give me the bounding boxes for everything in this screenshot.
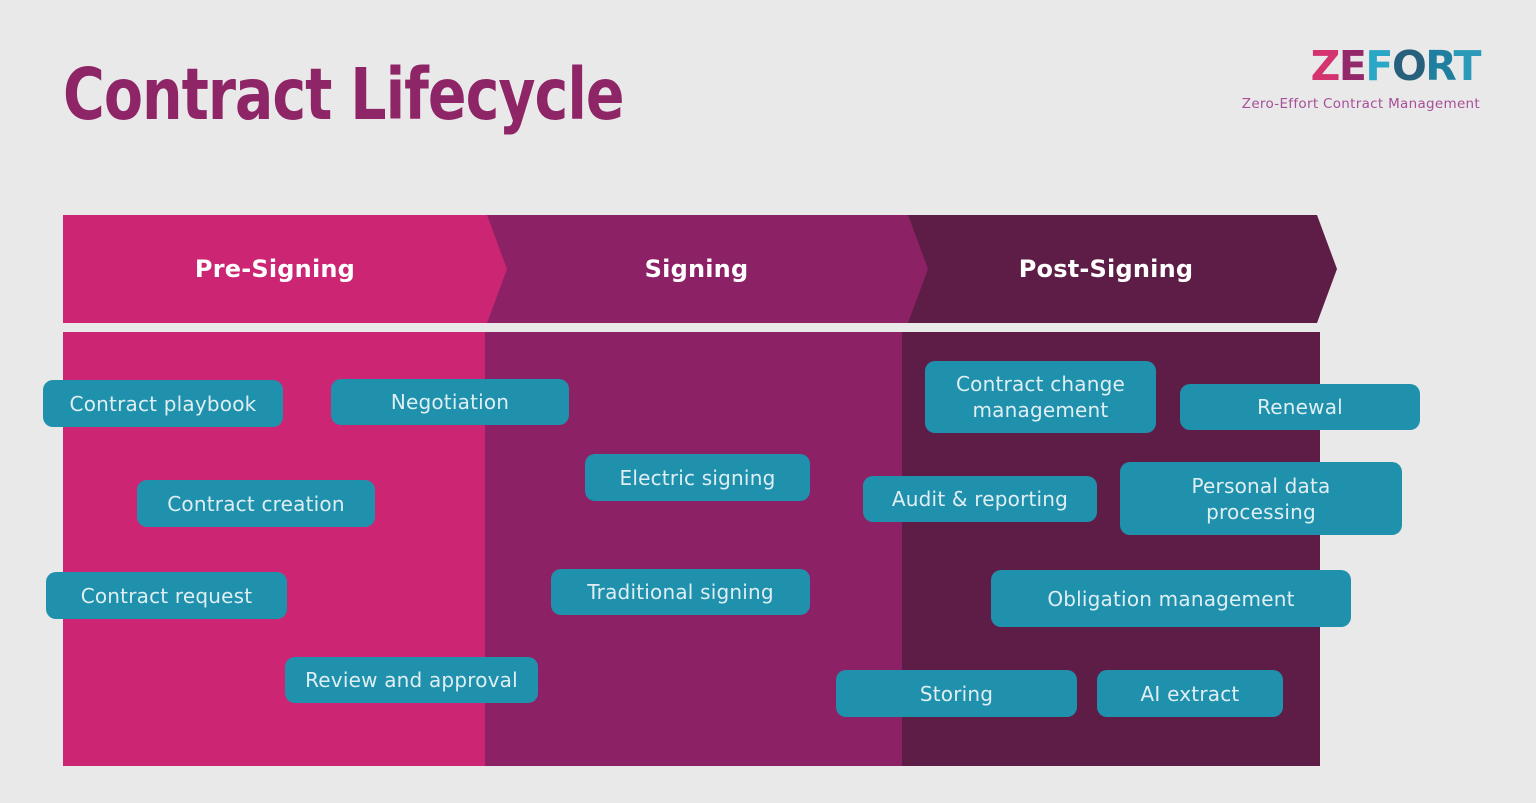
item-contract-playbook: Contract playbook xyxy=(43,380,283,427)
item-label: Obligation management xyxy=(1047,586,1295,611)
item-electric-signing: Electric signing xyxy=(585,454,810,501)
stage-banner-label-signing: Signing xyxy=(644,255,749,283)
item-label: Review and approval xyxy=(305,668,518,692)
logo-letter-z: Z xyxy=(1310,42,1341,90)
item-label: AI extract xyxy=(1140,681,1240,706)
stage-banner-label-pre-signing: Pre-Signing xyxy=(194,255,356,283)
item-contract-change-management: Contract change management xyxy=(925,361,1156,433)
item-label: Electric signing xyxy=(619,465,776,490)
item-contract-creation: Contract creation xyxy=(137,480,375,527)
logo-letter-e: E xyxy=(1338,42,1367,90)
item-renewal: Renewal xyxy=(1180,384,1420,430)
stage-banner-label-post-signing: Post-Signing xyxy=(1018,255,1194,283)
item-review-and-approval: Review and approval xyxy=(285,657,538,703)
item-ai-extract: AI extract xyxy=(1097,670,1283,717)
item-label: Traditional signing xyxy=(587,580,774,604)
page-title: Contract Lifecycle xyxy=(63,53,625,137)
zefort-logo: ZEFORT Zero-Effort Contract Management xyxy=(1241,46,1482,113)
item-label: Renewal xyxy=(1257,395,1343,419)
logo-letter-t: T xyxy=(1453,42,1482,90)
item-label: Audit & reporting xyxy=(891,487,1069,511)
item-audit-and-reporting: Audit & reporting xyxy=(863,476,1097,522)
item-label: Contract change management xyxy=(956,372,1125,422)
logo-letter-o: O xyxy=(1391,42,1427,90)
logo-letter-r: R xyxy=(1425,42,1455,90)
stage-banner-signing: Signing xyxy=(485,215,928,323)
item-negotiation: Negotiation xyxy=(331,379,569,425)
logo-letter-f: F xyxy=(1365,42,1393,90)
item-obligation-management: Obligation management xyxy=(991,570,1351,627)
zefort-logo-wordmark: ZEFORT xyxy=(1242,46,1482,87)
item-label: Contract request xyxy=(80,583,253,608)
item-label: Personal data processing xyxy=(1191,473,1331,524)
zefort-tagline: Zero-Effort Contract Management xyxy=(1241,96,1480,112)
stage-banner-pre-signing: Pre-Signing xyxy=(63,215,507,323)
item-label: Contract playbook xyxy=(69,391,257,416)
item-label: Storing xyxy=(919,681,994,706)
item-contract-request: Contract request xyxy=(46,572,287,619)
item-label: Contract creation xyxy=(167,491,345,516)
item-storing: Storing xyxy=(836,670,1077,717)
item-label: Negotiation xyxy=(390,390,510,414)
item-traditional-signing: Traditional signing xyxy=(551,569,810,615)
stage-banner-post-signing: Post-Signing xyxy=(895,215,1337,323)
item-personal-data-processing: Personal data processing xyxy=(1120,462,1402,535)
